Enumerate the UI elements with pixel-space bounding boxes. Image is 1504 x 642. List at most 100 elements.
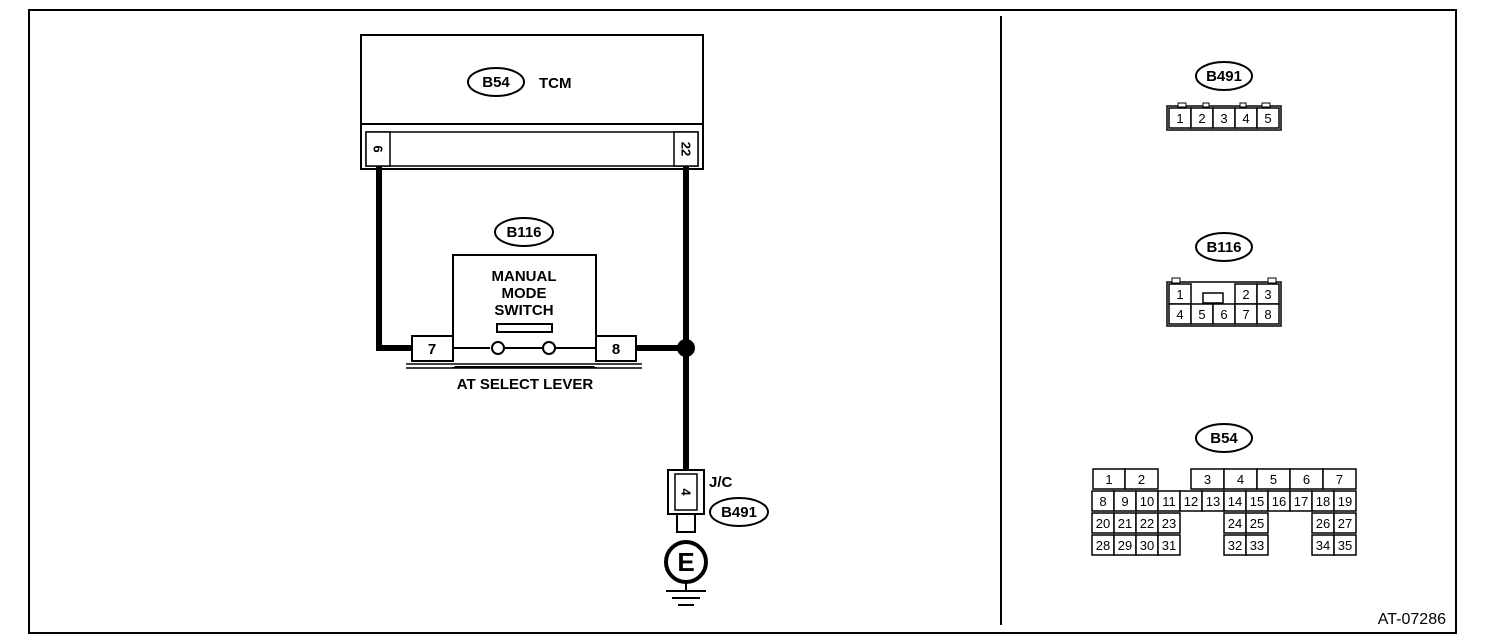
switch-pin-8-box bbox=[595, 335, 637, 362]
tcm-pin-left: 6 bbox=[371, 145, 386, 152]
b54-pin-35 bbox=[1333, 534, 1357, 556]
b54-pin-24-number: 24 bbox=[1228, 516, 1242, 531]
b54-pin-4-number: 4 bbox=[1237, 472, 1244, 487]
b491-pin-1-number: 1 bbox=[1176, 111, 1183, 126]
switch-location: AT SELECT LEVER bbox=[457, 376, 594, 393]
b491-pin-4-number: 4 bbox=[1242, 111, 1249, 126]
b491-pin-5-number: 5 bbox=[1264, 111, 1271, 126]
b116-pin-7-number: 7 bbox=[1242, 307, 1249, 322]
switch-contact-left bbox=[491, 341, 505, 355]
b54-pin-2-number: 2 bbox=[1138, 472, 1145, 487]
b54-pin-6-number: 6 bbox=[1303, 472, 1310, 487]
switch-connector-oval bbox=[494, 217, 554, 247]
wire-tcm6-to-switch7 bbox=[376, 166, 412, 351]
diagram-frame bbox=[28, 9, 1457, 634]
switch-name-line-3: SWITCH bbox=[494, 302, 553, 319]
b54-pin-19 bbox=[1333, 490, 1357, 512]
b54-pin-12-number: 12 bbox=[1184, 494, 1198, 509]
junction-label: J/C bbox=[709, 474, 733, 491]
b54-pin-1-number: 1 bbox=[1105, 472, 1112, 487]
b54-pin-13-number: 13 bbox=[1206, 494, 1220, 509]
junction-connector-label: B491 bbox=[721, 504, 757, 521]
b54-pin-3-number: 3 bbox=[1204, 472, 1211, 487]
ground-letter: E bbox=[677, 547, 694, 577]
b54-pin-14-number: 14 bbox=[1228, 494, 1242, 509]
b54-pin-29-number: 29 bbox=[1118, 538, 1132, 553]
tcm-pin-right: 22 bbox=[679, 142, 694, 156]
b54-pin-8-number: 8 bbox=[1099, 494, 1106, 509]
manual-mode-switch: 7 8 MANUAL MODE SWITCH AT SELECT LEVER B… bbox=[406, 217, 642, 393]
tcm-name: TCM bbox=[539, 75, 572, 92]
b54-pin-17-number: 17 bbox=[1294, 494, 1308, 509]
tcm-pin-6-box bbox=[365, 131, 391, 167]
b54-pin-25-number: 25 bbox=[1250, 516, 1264, 531]
b54-pin-21-number: 21 bbox=[1118, 516, 1132, 531]
b116-pin-3-number: 3 bbox=[1264, 287, 1271, 302]
b491-pin-5 bbox=[1256, 107, 1280, 129]
b116-pin-8 bbox=[1256, 303, 1280, 325]
b54-pin-16-number: 16 bbox=[1272, 494, 1286, 509]
b116-pin-8-number: 8 bbox=[1264, 307, 1271, 322]
b54-pin-11-number: 11 bbox=[1162, 494, 1176, 509]
switch-pin-right: 8 bbox=[612, 341, 620, 358]
switch-pin-left: 7 bbox=[428, 341, 436, 358]
switch-pin-7-box bbox=[411, 335, 454, 362]
tcm-connector-oval bbox=[467, 67, 525, 97]
b54-pin-27-number: 27 bbox=[1338, 516, 1352, 531]
b116-pin-1-number: 1 bbox=[1176, 287, 1183, 302]
b54-pin-15-number: 15 bbox=[1250, 494, 1264, 509]
switch-actuator bbox=[496, 323, 553, 333]
tcm-unit: 6 22 B54 TCM bbox=[360, 34, 704, 170]
b116-view-oval bbox=[1195, 232, 1253, 262]
b54-pin-26-number: 26 bbox=[1316, 516, 1330, 531]
b491-pin-3-number: 3 bbox=[1220, 111, 1227, 126]
switch-connector-label: B116 bbox=[506, 224, 541, 241]
b54-pin-33 bbox=[1245, 534, 1269, 556]
b54-pin-33-number: 33 bbox=[1250, 538, 1264, 553]
b54-pin-18-number: 18 bbox=[1316, 494, 1330, 509]
diagram-code: AT-07286 bbox=[1378, 611, 1446, 628]
b116-pin-2-number: 2 bbox=[1242, 287, 1249, 302]
junction-pin: 4 bbox=[679, 488, 694, 496]
b54-pin-32-number: 32 bbox=[1228, 538, 1242, 553]
b54-pin-22-number: 22 bbox=[1140, 516, 1154, 531]
b54-pin-7 bbox=[1322, 468, 1357, 490]
b54-pin-20-number: 20 bbox=[1096, 516, 1110, 531]
b54-pin-19-number: 19 bbox=[1338, 494, 1352, 509]
tcm-connector-label: B54 bbox=[482, 74, 510, 91]
b54-pin-23-number: 23 bbox=[1162, 516, 1176, 531]
b116-pin-6-number: 6 bbox=[1220, 307, 1227, 322]
b54-pin-34-number: 34 bbox=[1316, 538, 1330, 553]
switch-name-line-1: MANUAL bbox=[492, 268, 557, 285]
b491-view-oval bbox=[1195, 61, 1253, 91]
b54-pin-23 bbox=[1157, 512, 1181, 534]
b54-pin-25 bbox=[1245, 512, 1269, 534]
tcm-pin-22-box bbox=[673, 131, 699, 167]
b116-pin-4-number: 4 bbox=[1176, 307, 1183, 322]
b54-pin-31 bbox=[1157, 534, 1181, 556]
b491-view-label: B491 bbox=[1206, 68, 1242, 85]
b54-pin-31-number: 31 bbox=[1162, 538, 1176, 553]
switch-name-line-2: MODE bbox=[502, 285, 547, 302]
b54-pin-10-number: 10 bbox=[1140, 494, 1154, 509]
splice-dot bbox=[677, 339, 695, 357]
b54-pin-28-number: 28 bbox=[1096, 538, 1110, 553]
b54-view-label: B54 bbox=[1210, 430, 1238, 447]
b54-pin-30-number: 30 bbox=[1140, 538, 1154, 553]
b54-pin-35-number: 35 bbox=[1338, 538, 1352, 553]
switch-contact-right bbox=[542, 341, 556, 355]
b54-pin-2 bbox=[1124, 468, 1159, 490]
b116-view-label: B116 bbox=[1206, 239, 1241, 256]
b54-pin-7-number: 7 bbox=[1336, 472, 1343, 487]
junction-connector-oval bbox=[709, 497, 769, 527]
b54-pin-9-number: 9 bbox=[1121, 494, 1128, 509]
b491-pin-2-number: 2 bbox=[1198, 111, 1205, 126]
ground-symbol: E bbox=[664, 540, 708, 606]
b116-pin-5-number: 5 bbox=[1198, 307, 1205, 322]
b54-pin-27 bbox=[1333, 512, 1357, 534]
b54-pin-5-number: 5 bbox=[1270, 472, 1277, 487]
junction-connector: 4 J/C B491 bbox=[667, 469, 769, 533]
b54-view-oval bbox=[1195, 423, 1253, 453]
